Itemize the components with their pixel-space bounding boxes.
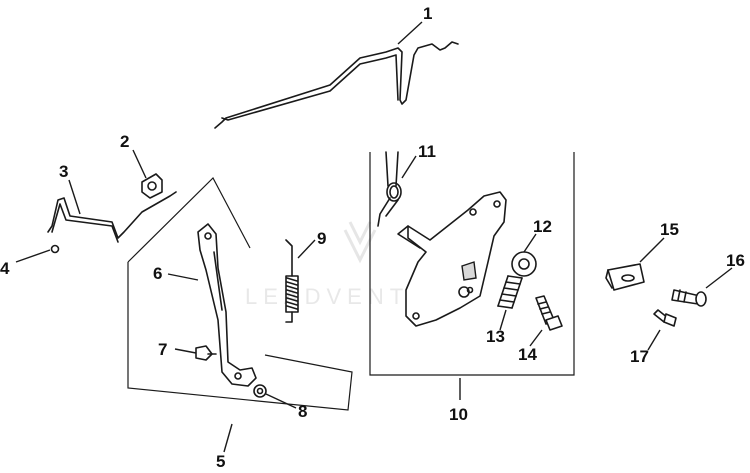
part-1-throttle-rod[interactable] xyxy=(214,41,459,129)
part-14-bolt[interactable] xyxy=(535,295,563,331)
part-12-washer[interactable] xyxy=(511,251,537,277)
part-9-spring[interactable] xyxy=(285,239,299,323)
part-11-torsion-spring[interactable] xyxy=(377,151,402,227)
callout-16: 16 xyxy=(726,251,745,270)
part-15-clip[interactable] xyxy=(605,263,645,291)
callout-2: 2 xyxy=(120,132,129,151)
part-16-shoulder-bolt[interactable] xyxy=(671,289,707,307)
callout-14: 14 xyxy=(518,345,537,364)
callout-7: 7 xyxy=(158,340,167,359)
callouts: 1 2 3 4 5 6 7 8 9 10 11 12 13 14 15 16 1… xyxy=(0,4,745,471)
callout-10: 10 xyxy=(449,405,468,424)
callout-1: 1 xyxy=(423,4,432,23)
part-8-nut[interactable] xyxy=(253,384,267,398)
callout-15: 15 xyxy=(660,220,679,239)
callout-6: 6 xyxy=(153,264,162,283)
callout-3: 3 xyxy=(59,162,68,181)
callout-9: 9 xyxy=(317,229,326,248)
callout-4: 4 xyxy=(0,259,10,278)
callout-12: 12 xyxy=(533,217,552,236)
part-3-choke-rod[interactable] xyxy=(47,191,177,243)
group-10-outline xyxy=(369,152,575,376)
leader-lines xyxy=(15,21,733,453)
callout-11: 11 xyxy=(418,142,436,161)
callout-13: 13 xyxy=(486,327,505,346)
part-6-control-lever[interactable] xyxy=(197,223,257,387)
callout-17: 17 xyxy=(630,347,649,366)
part-10-control-plate[interactable] xyxy=(397,191,507,327)
callout-8: 8 xyxy=(298,402,307,421)
part-7-screw[interactable] xyxy=(195,345,217,361)
callout-5: 5 xyxy=(216,452,225,471)
group-5-outline xyxy=(127,177,353,411)
part-4-nut[interactable] xyxy=(50,244,60,254)
part-13-spring[interactable] xyxy=(497,275,523,309)
part-17-screw[interactable] xyxy=(653,309,677,327)
part-2-clip[interactable] xyxy=(141,173,163,199)
